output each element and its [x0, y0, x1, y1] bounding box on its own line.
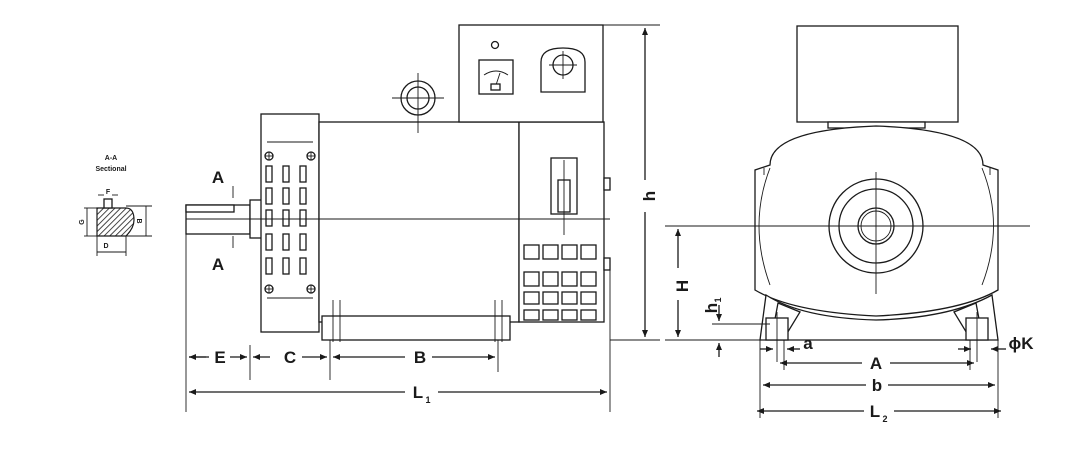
rear-vent-grid — [523, 244, 597, 321]
dim-b-end-label: b — [872, 376, 882, 395]
section-mark-top: A — [212, 168, 224, 187]
screw-heads — [264, 151, 316, 294]
dim-h1-label: h — [702, 303, 721, 313]
section-title-line2: Sectional — [95, 166, 126, 173]
dim-h-label: h — [640, 191, 659, 201]
dim-A-label: A — [870, 354, 882, 373]
stator-body — [318, 121, 520, 323]
section-detail: A-A Sectional F G B D — [79, 155, 152, 256]
vent-slots — [265, 165, 307, 275]
end-feet — [759, 293, 999, 341]
dim-h1-subscript: 1 — [713, 297, 723, 302]
dim-L2-label: L — [870, 402, 880, 421]
side-view: A A — [185, 24, 660, 412]
end-view: H h 1 a ϕK A b L 2 — [665, 25, 1034, 424]
dim-l1-subscript: 1 — [425, 395, 430, 405]
dim-H-label: H — [673, 280, 692, 292]
section-label-f: F — [106, 189, 111, 196]
dim-e-label: E — [214, 348, 225, 367]
section-label-b: B — [135, 218, 142, 223]
dim-a-small-label: a — [803, 334, 813, 353]
dim-l1-label: L — [413, 383, 423, 402]
dim-b-label: B — [414, 348, 426, 367]
key-shape — [103, 198, 113, 209]
base-feet — [321, 315, 511, 341]
section-label-d: D — [103, 243, 108, 250]
section-title-line1: A-A — [105, 155, 117, 162]
section-mark-bottom: A — [212, 255, 224, 274]
section-label-g: G — [79, 219, 86, 225]
shaft-section-shape — [96, 207, 135, 237]
shaft-key — [185, 204, 235, 213]
dim-phik-label: ϕK — [1008, 334, 1034, 353]
dim-c-label: C — [284, 348, 296, 367]
dim-L2-subscript: 2 — [882, 414, 887, 424]
end-control-box — [796, 25, 959, 123]
